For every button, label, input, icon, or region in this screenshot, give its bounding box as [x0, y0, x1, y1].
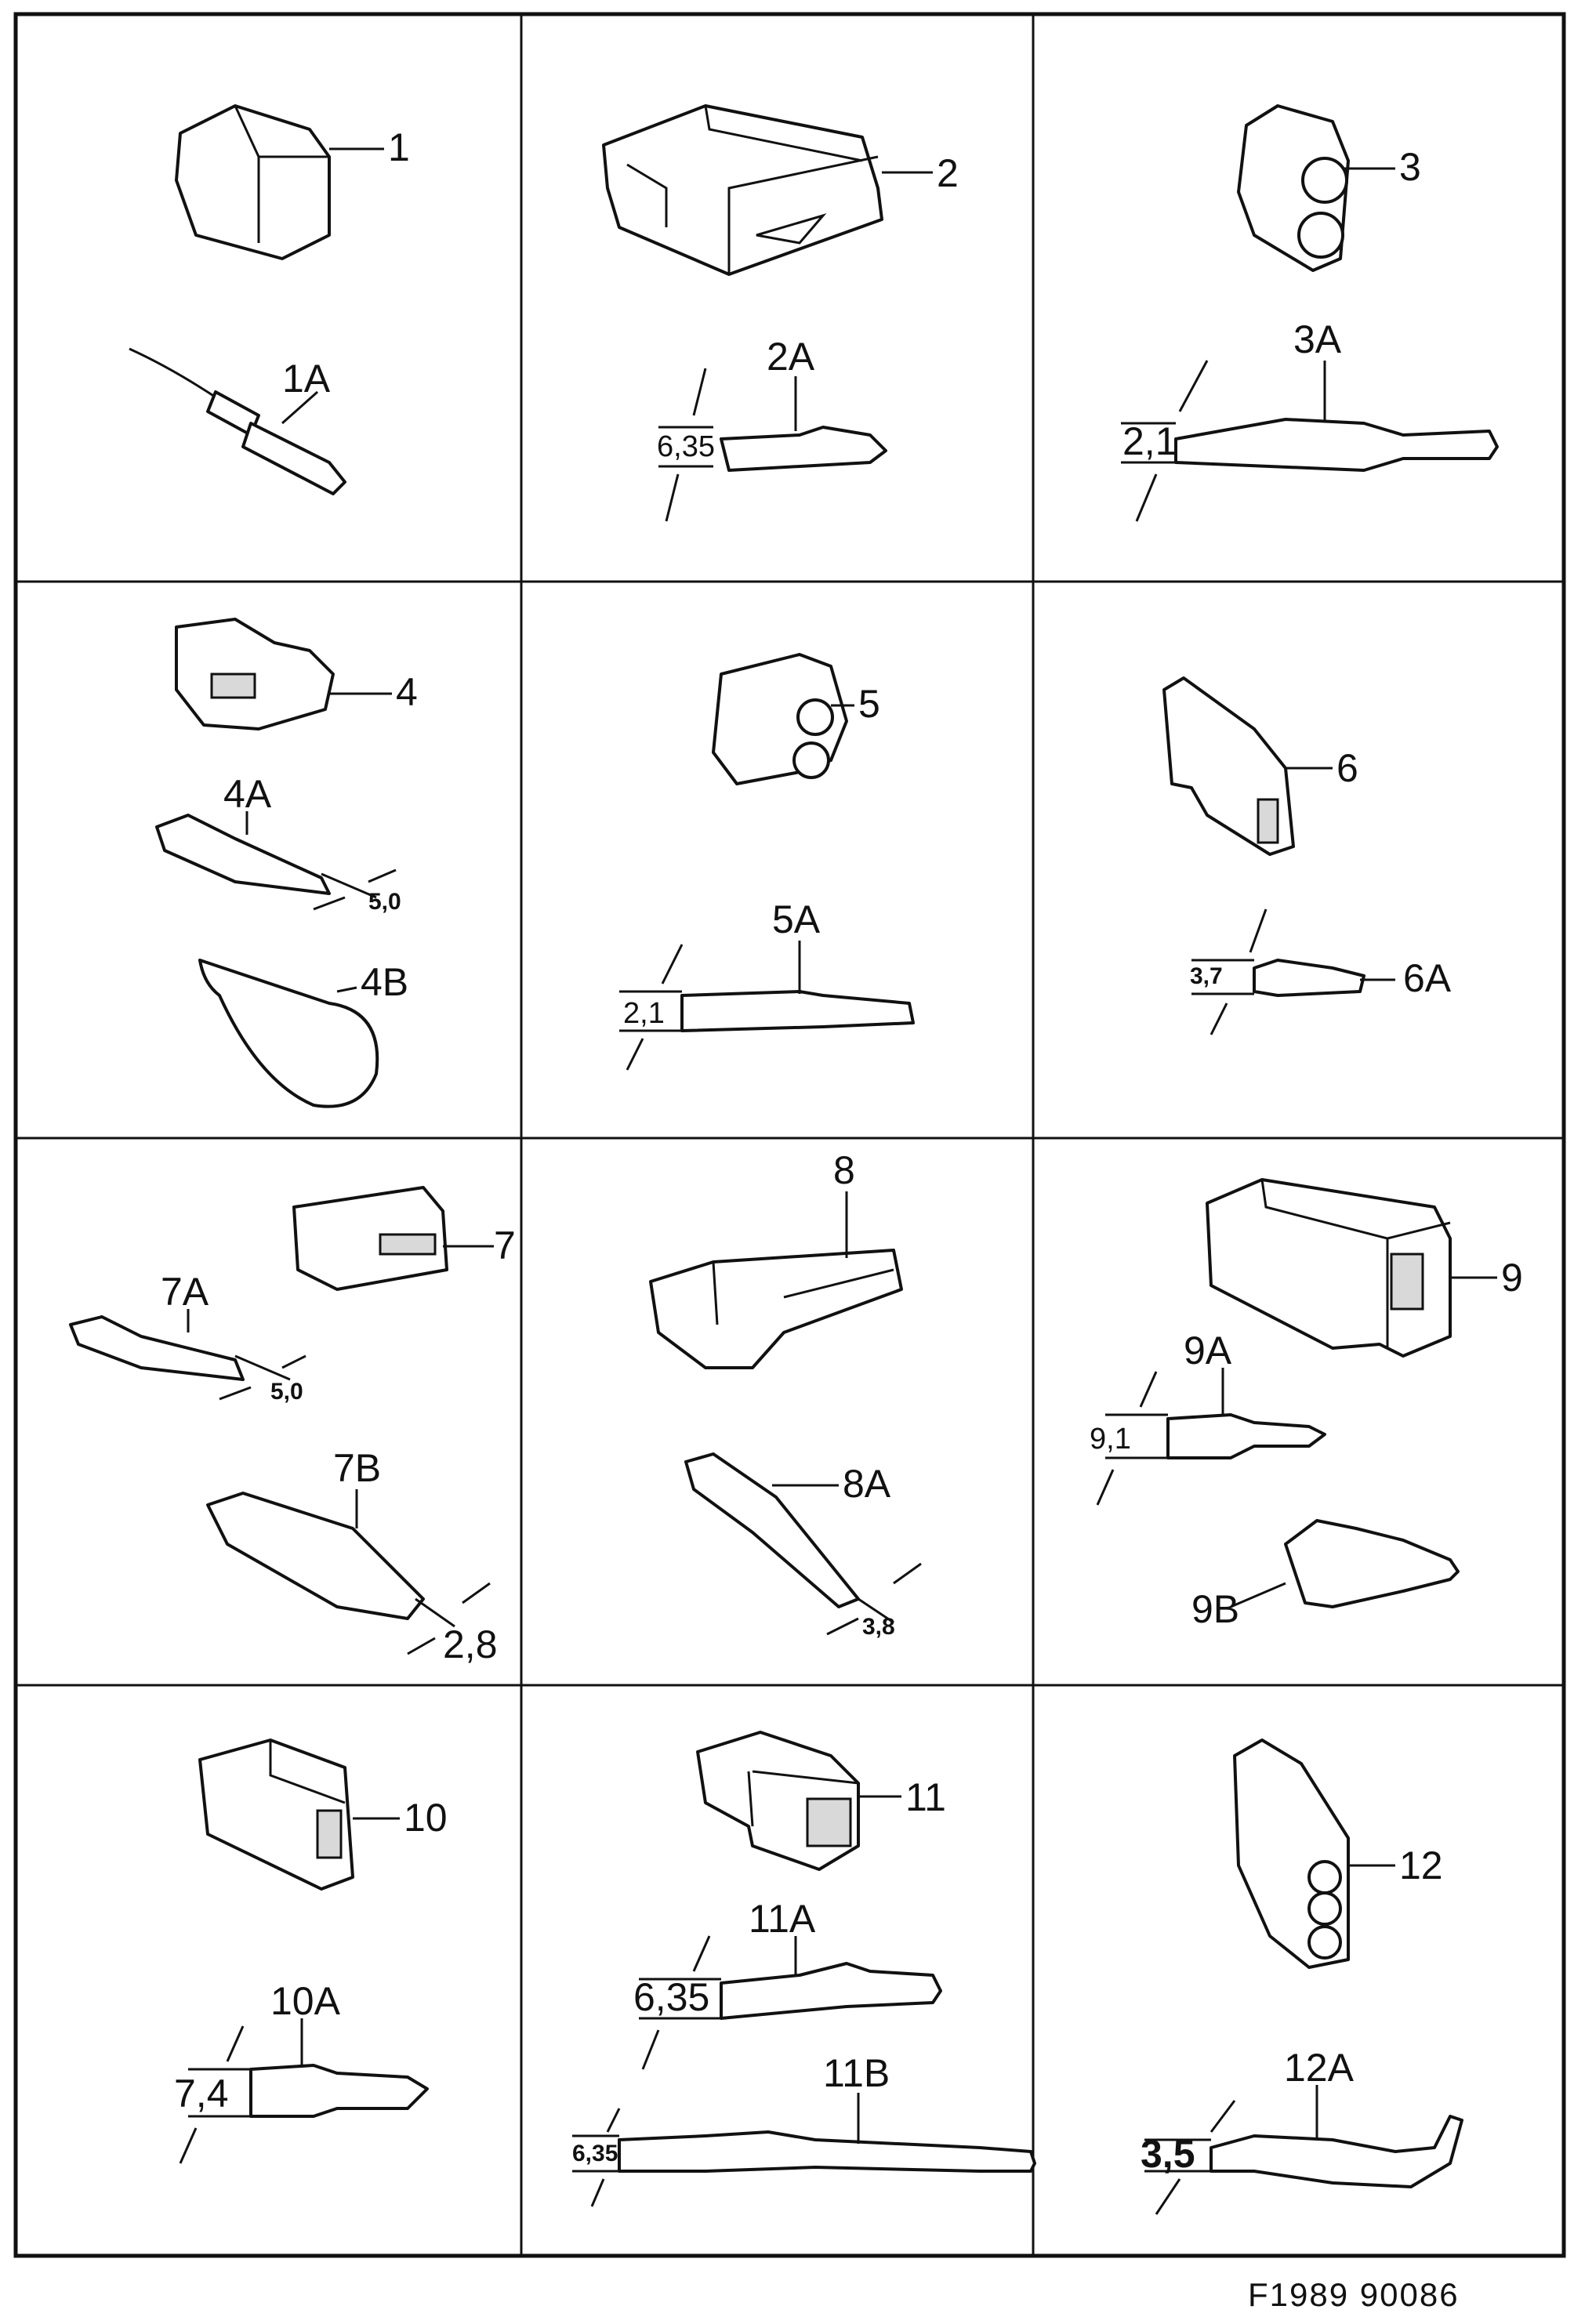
- dimension-12a: 3,5: [1141, 2132, 1195, 2176]
- cell-9: 9 9A 9,1 9B: [1090, 1178, 1523, 1631]
- dimension-10a: 7,4: [174, 2072, 229, 2116]
- label-2a: 2A: [767, 335, 815, 379]
- dimension-11b: 6,35: [572, 2141, 618, 2166]
- seal-9b: [1284, 1519, 1460, 1608]
- dimension-2a: 6,35: [657, 430, 715, 463]
- label-1: 1: [388, 125, 410, 169]
- cell-4: 4 4A 5,0 4B: [155, 618, 418, 1108]
- cell-3: 3 3A 2,1: [1121, 104, 1499, 522]
- label-2: 2: [937, 151, 959, 195]
- cell-12: 12 12A 3,5: [1141, 1738, 1463, 2215]
- dimension-6a: 3,7: [1190, 963, 1223, 989]
- boot-4b: [198, 959, 379, 1108]
- terminal-11b: [618, 2130, 1036, 2173]
- terminal-9a: [1166, 1413, 1326, 1459]
- cell-7: 7 7A 5,0 7B 2,8: [69, 1186, 516, 1666]
- figure-code: F1989 90086: [1248, 2276, 1460, 2313]
- label-1a: 1A: [282, 357, 331, 401]
- label-8: 8: [833, 1148, 855, 1192]
- label-4: 4: [396, 670, 418, 714]
- dimension-9a: 9,1: [1090, 1423, 1131, 1456]
- terminal-11a: [720, 1962, 942, 2020]
- dimension-7a: 5,0: [270, 1379, 303, 1405]
- label-4b: 4B: [361, 960, 408, 1004]
- label-5: 5: [858, 682, 880, 726]
- label-6: 6: [1336, 746, 1358, 790]
- label-7a: 7A: [161, 1270, 209, 1314]
- terminal-8a: [684, 1452, 860, 1608]
- dimension-4a: 5,0: [368, 889, 401, 915]
- label-3a: 3A: [1293, 317, 1342, 361]
- cell-6: 6 6A 3,7: [1162, 676, 1452, 1035]
- label-11a: 11A: [749, 1897, 816, 1941]
- label-4a: 4A: [223, 772, 272, 816]
- label-5a: 5A: [772, 897, 821, 941]
- label-6a: 6A: [1403, 956, 1452, 1000]
- label-11: 11: [905, 1775, 946, 1819]
- label-12a: 12A: [1284, 2046, 1355, 2090]
- connector-2-housing: [602, 104, 883, 276]
- terminal-6a: [1253, 959, 1365, 997]
- label-9: 9: [1501, 1256, 1523, 1300]
- dimension-11a: 6,35: [633, 1975, 709, 2019]
- connector-7-housing: [292, 1186, 448, 1291]
- label-10a: 10A: [270, 1979, 341, 2023]
- dimension-7b: 2,8: [443, 1622, 498, 1666]
- label-3: 3: [1399, 145, 1421, 189]
- terminal-7a: [69, 1315, 245, 1381]
- cell-1: 1 1A: [129, 104, 410, 495]
- label-9a: 9A: [1184, 1329, 1232, 1372]
- terminal-10a: [249, 2064, 429, 2118]
- dimension-8a: 3,8: [862, 1614, 895, 1640]
- label-7: 7: [494, 1224, 516, 1267]
- terminal-3a: [1174, 418, 1499, 472]
- cell-10: 10 10A 7,4: [174, 1738, 448, 2164]
- terminal-5a: [680, 990, 915, 1032]
- terminal-4a: [155, 814, 331, 895]
- connector-1-housing: [175, 104, 331, 260]
- terminal-12a: [1210, 2115, 1463, 2188]
- connector-8-housing: [649, 1249, 903, 1369]
- cell-11: 11 11A 6,35 11B 6,35: [572, 1731, 1036, 2207]
- diagram-frame: [13, 12, 1566, 2258]
- dimension-5a: 2,1: [623, 997, 665, 1030]
- label-8a: 8A: [843, 1462, 891, 1506]
- dimension-3a: 2,1: [1122, 419, 1177, 463]
- label-12: 12: [1399, 1844, 1443, 1887]
- terminal-7b: [206, 1492, 425, 1620]
- cell-8: 8 8A 3,8: [649, 1148, 922, 1640]
- label-7b: 7B: [333, 1446, 381, 1490]
- label-11b: 11B: [823, 2051, 890, 2095]
- label-10: 10: [404, 1796, 448, 1840]
- connector-9-housing: [1206, 1178, 1452, 1358]
- cell-5: 5 5A 2,1: [619, 653, 915, 1071]
- cell-2: 2 2A 6,35: [602, 104, 959, 522]
- label-9b: 9B: [1191, 1587, 1239, 1631]
- terminal-2a: [720, 426, 887, 472]
